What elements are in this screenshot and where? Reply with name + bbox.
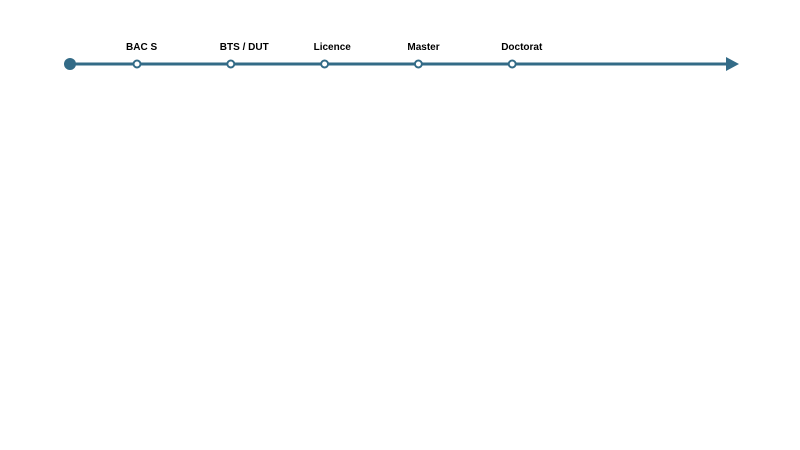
milestone-marker-icon	[226, 59, 236, 69]
milestone-label: BTS / DUT	[220, 42, 269, 53]
milestone-label: Licence	[314, 42, 352, 53]
milestone-marker-icon	[320, 59, 330, 69]
milestone-marker-icon	[413, 59, 423, 69]
timeline-milestones: BAC S BTS / DUT Licence Master Doctorat	[126, 42, 543, 69]
timeline-end-arrow-icon	[726, 57, 739, 71]
milestone-marker-icon	[507, 59, 517, 69]
timeline-start-dot	[64, 58, 76, 70]
milestone-label: BAC S	[126, 42, 157, 53]
milestone-marker-icon	[132, 59, 142, 69]
milestone-label: Doctorat	[501, 42, 543, 53]
milestone-label: Master	[407, 42, 439, 53]
